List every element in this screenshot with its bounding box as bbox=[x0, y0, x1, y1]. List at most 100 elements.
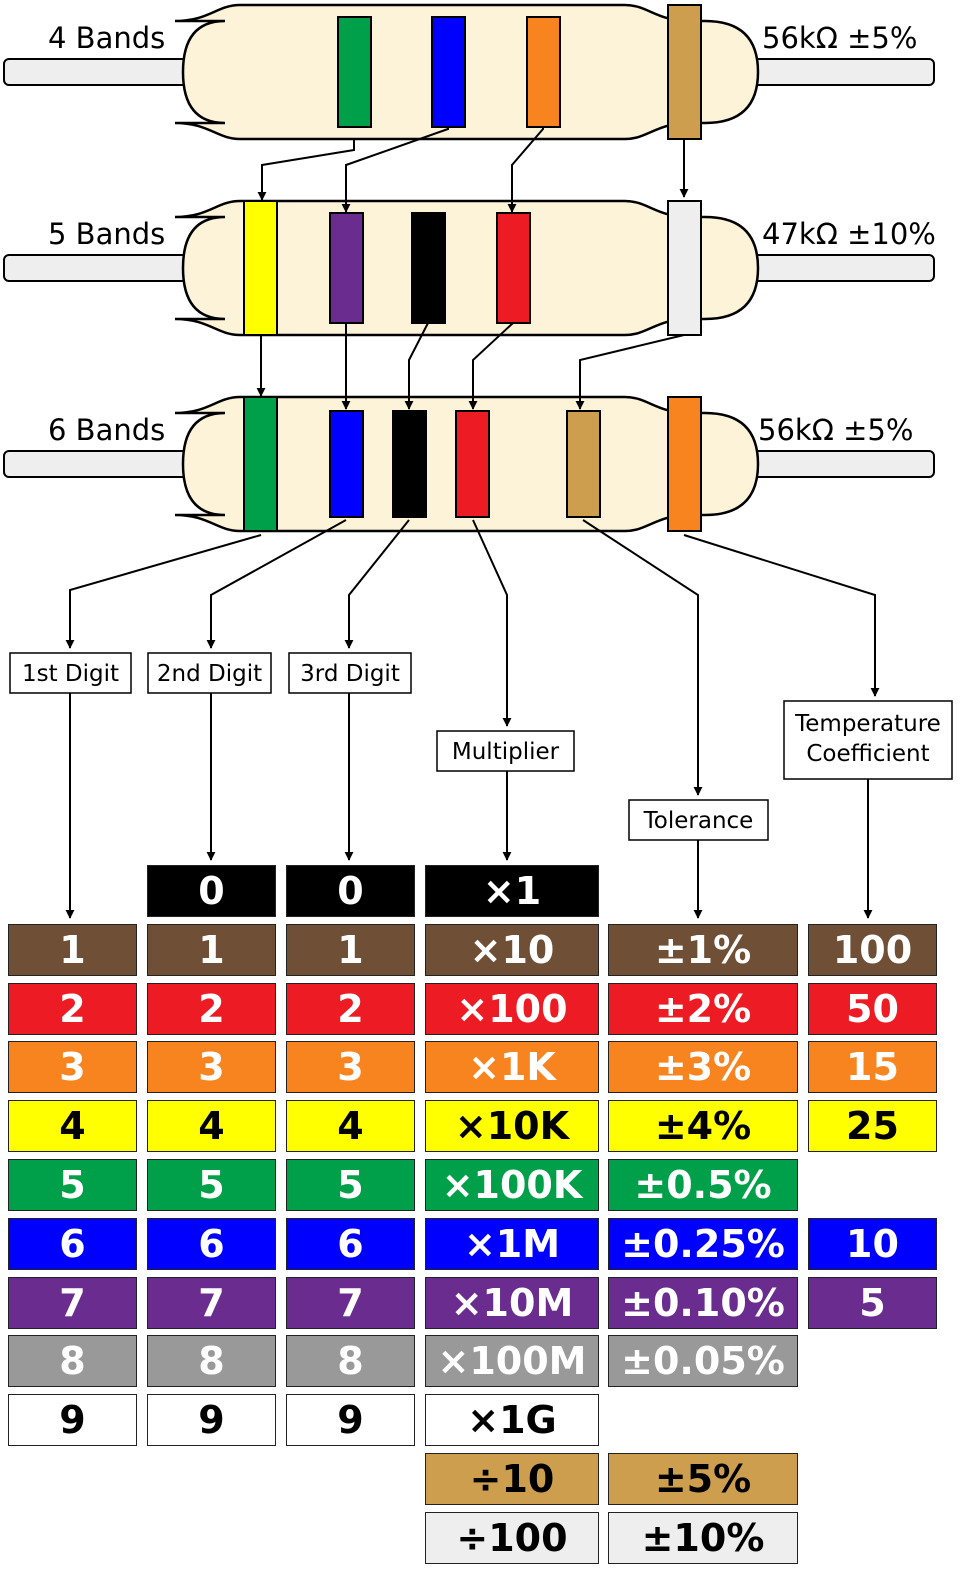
color-cell-black: 0 bbox=[147, 865, 276, 917]
color-cell-brown: 1 bbox=[286, 923, 415, 976]
color-cell-yellow: 4 bbox=[8, 1100, 137, 1153]
color-cell-violet: 7 bbox=[286, 1276, 415, 1329]
color-cell-blue: ±0.25% bbox=[608, 1217, 798, 1270]
band bbox=[455, 410, 490, 518]
color-cell-red: ×100 bbox=[425, 982, 599, 1035]
color-cell-red: 2 bbox=[286, 982, 415, 1035]
arrow bbox=[507, 127, 544, 213]
category-label: 2nd Digit bbox=[157, 661, 262, 687]
color-cell-violet: 7 bbox=[147, 1276, 276, 1329]
color-cell-orange: ±3% bbox=[608, 1041, 798, 1094]
arrow bbox=[472, 519, 512, 727]
resistor-value: 56kΩ ±5% bbox=[758, 413, 913, 447]
category-label: Coefficient bbox=[806, 741, 929, 767]
resistor-label: 6 Bands bbox=[48, 413, 165, 447]
color-cell-yellow: 25 bbox=[808, 1100, 937, 1153]
resistor-value: 56kΩ ±5% bbox=[762, 21, 917, 55]
color-cell-red: 2 bbox=[8, 982, 137, 1035]
color-cell-yellow: ±4% bbox=[608, 1100, 798, 1153]
color-cell-brown: 1 bbox=[147, 923, 276, 976]
band-arrows bbox=[256, 127, 689, 410]
arrow bbox=[575, 334, 685, 410]
band bbox=[667, 396, 702, 532]
color-cell-brown: ±1% bbox=[608, 923, 798, 976]
category-label: Multiplier bbox=[452, 739, 560, 765]
color-cell-orange: ×1K bbox=[425, 1041, 599, 1094]
category-label: 1st Digit bbox=[22, 661, 119, 687]
color-cell-black: 0 bbox=[286, 865, 415, 917]
color-cell-blue: ×1M bbox=[425, 1217, 599, 1270]
category-label: Temperature bbox=[794, 711, 941, 737]
color-cell-blue: 6 bbox=[147, 1217, 276, 1270]
arrow bbox=[341, 127, 449, 213]
category-box-3rd-digit: 3rd Digit bbox=[288, 652, 412, 694]
resistor-value: 47kΩ ±10% bbox=[762, 217, 936, 251]
color-cell-black: ×1 bbox=[425, 865, 599, 917]
color-cell-red: 2 bbox=[147, 982, 276, 1035]
color-cell-red: ±2% bbox=[608, 982, 798, 1035]
resistor-label: 5 Bands bbox=[48, 217, 165, 251]
category-arrows bbox=[65, 519, 880, 919]
color-cell-green: ×100K bbox=[425, 1159, 599, 1211]
color-cell-gold: ÷10 bbox=[425, 1453, 599, 1505]
band bbox=[526, 16, 561, 128]
color-cell-orange: 3 bbox=[286, 1041, 415, 1094]
color-cell-brown: 100 bbox=[808, 923, 937, 976]
color-cell-brown: 1 bbox=[8, 923, 137, 976]
resistor-body bbox=[174, 3, 760, 141]
category-box-tolerance: Tolerance bbox=[628, 799, 769, 841]
color-cell-yellow: 4 bbox=[147, 1100, 276, 1153]
color-cell-white: 9 bbox=[286, 1394, 415, 1447]
band bbox=[329, 410, 364, 518]
arrow bbox=[468, 322, 514, 410]
band bbox=[667, 200, 702, 336]
color-cell-green: 5 bbox=[8, 1159, 137, 1211]
resistor-6-bands: 6 Bands 56kΩ ±5% bbox=[3, 395, 935, 533]
resistor-5-bands: 5 Bands 47kΩ ±10% bbox=[3, 199, 936, 337]
color-cell-white: ×1G bbox=[425, 1394, 599, 1447]
color-cell-yellow: 4 bbox=[286, 1100, 415, 1153]
color-cell-violet: 5 bbox=[808, 1276, 937, 1329]
color-cell-white: 9 bbox=[147, 1394, 276, 1447]
resistor-4-bands: 4 Bands 56kΩ ±5% bbox=[3, 3, 935, 141]
resistor-label: 4 Bands bbox=[48, 21, 165, 55]
color-cell-red: 50 bbox=[808, 982, 937, 1035]
category-label: 3rd Digit bbox=[300, 661, 400, 687]
category-box-2nd-digit: 2nd Digit bbox=[147, 652, 272, 694]
color-cell-brown: ×10 bbox=[425, 923, 599, 976]
band bbox=[243, 396, 278, 532]
category-box-temp-coefficient: Temperature Coefficient bbox=[783, 700, 953, 780]
color-cell-violet: ±0.10% bbox=[608, 1276, 798, 1329]
color-cell-green: 5 bbox=[147, 1159, 276, 1211]
color-cell-violet: ×10M bbox=[425, 1276, 599, 1329]
arrow bbox=[65, 534, 262, 649]
band bbox=[667, 4, 702, 140]
category-label: Tolerance bbox=[643, 808, 754, 834]
arrow bbox=[257, 139, 355, 201]
color-cell-orange: 3 bbox=[8, 1041, 137, 1094]
band bbox=[566, 410, 601, 518]
band bbox=[496, 212, 531, 324]
color-cell-blue: 6 bbox=[286, 1217, 415, 1270]
band bbox=[392, 410, 427, 518]
color-cell-grey: 8 bbox=[147, 1335, 276, 1388]
band bbox=[337, 16, 372, 128]
band bbox=[431, 16, 466, 128]
arrow bbox=[344, 519, 410, 649]
resistor-body bbox=[174, 199, 760, 337]
arrow bbox=[206, 519, 347, 649]
color-cell-grey: 8 bbox=[286, 1335, 415, 1388]
arrow bbox=[404, 322, 429, 410]
color-cell-silver: ÷100 bbox=[425, 1511, 599, 1564]
color-cell-grey: ×100M bbox=[425, 1335, 599, 1388]
color-cell-grey: 8 bbox=[8, 1335, 137, 1388]
color-cell-grey: ±0.05% bbox=[608, 1335, 798, 1388]
color-cell-blue: 6 bbox=[8, 1217, 137, 1270]
category-box-multiplier: Multiplier bbox=[436, 730, 575, 772]
category-box-1st-digit: 1st Digit bbox=[9, 652, 132, 694]
band bbox=[329, 212, 364, 324]
color-cell-white: 9 bbox=[8, 1394, 137, 1447]
band bbox=[411, 212, 446, 324]
color-cell-orange: 15 bbox=[808, 1041, 937, 1094]
